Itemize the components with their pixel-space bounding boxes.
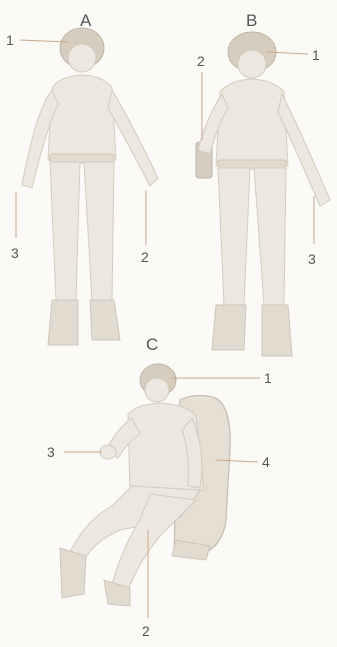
figure-c-face [145, 378, 169, 402]
figure-a: A 1 2 3 [6, 11, 158, 345]
figure-b-face [238, 50, 266, 78]
figure-a-torso [48, 75, 116, 160]
figure-c-callout-leg: 2 [142, 623, 150, 639]
figure-a-callout-helmet: 1 [6, 32, 14, 48]
figure-a-callout-hand-right: 2 [141, 249, 149, 265]
figure-c-letter: C [146, 335, 158, 354]
figure-c: C 1 3 4 2 [47, 335, 272, 639]
figure-b-leg-left [218, 168, 250, 305]
figure-b-letter: B [246, 11, 257, 30]
figure-b-callout-helmet: 1 [312, 47, 320, 63]
figure-c-callout-helmet: 1 [264, 370, 272, 386]
figure-a-boot-left [48, 300, 78, 345]
figure-b: B 2 1 3 [196, 11, 330, 356]
figure-a-face [68, 44, 96, 72]
figure-b-callout-holster: 2 [197, 53, 205, 69]
figure-a-callout-hand-left: 3 [11, 245, 19, 261]
figure-c-callout-hand: 3 [47, 444, 55, 460]
figure-a-letter: A [80, 11, 92, 30]
figure-a-leg-right [84, 162, 114, 300]
figure-b-callout-hand-right: 3 [308, 251, 316, 267]
figure-a-leg-left [50, 162, 80, 300]
figure-b-boot-left [212, 305, 246, 350]
figure-b-leg-right [254, 168, 286, 305]
figure-b-torso [216, 79, 288, 166]
figure-b-boot-right [262, 305, 292, 356]
figure-c-callout-seat: 4 [262, 454, 270, 470]
figure-a-boot-right [90, 300, 120, 340]
figure-a-arm-right [108, 90, 158, 186]
figure-c-boot-left [60, 548, 86, 598]
figure-c-hand [100, 445, 116, 459]
